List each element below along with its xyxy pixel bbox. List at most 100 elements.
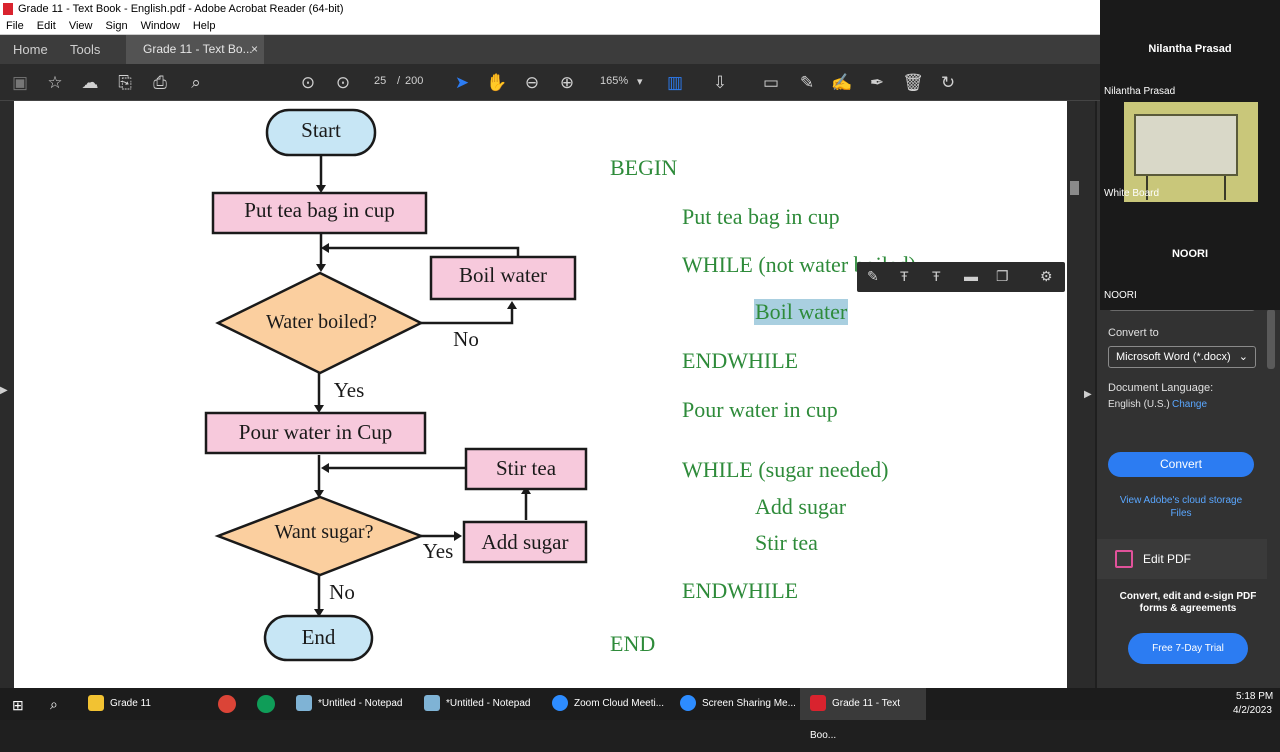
scroll-mode-icon[interactable]: ⇩ <box>712 73 728 92</box>
end-terminal <box>263 614 374 662</box>
menu-file[interactable]: File <box>6 20 24 32</box>
whiteboard-stand-left <box>1146 176 1148 200</box>
no-label-1: No <box>453 327 479 351</box>
more-tools-icon[interactable]: ⚙ <box>1040 268 1053 284</box>
close-tab-icon[interactable]: × <box>250 42 258 56</box>
page-down-icon[interactable]: ⊙ <box>335 73 351 92</box>
edit-pdf-label: Edit PDF <box>1143 552 1192 566</box>
put-tea-bag-label: Put tea bag in cup <box>244 198 395 222</box>
search-taskbar-icon[interactable]: ⌕ <box>50 696 58 712</box>
yes-label-2: Yes <box>422 539 454 563</box>
convert-format-value: Microsoft Word (*.docx) <box>1116 351 1231 363</box>
chrome-icon[interactable] <box>218 695 236 713</box>
left-panel-toggle-icon[interactable]: ▶ <box>0 385 8 396</box>
fill-sign-icon[interactable]: ✒ <box>869 73 885 92</box>
taskbar-explorer[interactable]: Grade 11 <box>88 688 198 720</box>
taskbar-date: 4/2/2023 <box>1233 705 1272 716</box>
zoom-out-icon[interactable]: ⊖ <box>524 73 540 92</box>
page-number-input[interactable]: 25 <box>374 75 387 87</box>
convert-button[interactable]: Convert <box>1108 452 1254 477</box>
collapse-panel-icon[interactable]: ▶ <box>1084 389 1092 400</box>
taskbar-zoom-meeting-label: Zoom Cloud Meeti... <box>574 698 665 709</box>
page-display-icon[interactable]: ▥ <box>666 73 684 92</box>
comment-icon[interactable]: ▭ <box>762 73 780 92</box>
right-panel-toggle[interactable]: ▶ <box>1081 101 1095 688</box>
taskbar-zoom-meeting[interactable]: Zoom Cloud Meeti... <box>552 688 670 720</box>
menu-view[interactable]: View <box>68 20 93 32</box>
windows-taskbar: ⊞ ⌕ Grade 11 *Untitled - Notepad *Untitl… <box>0 688 1280 741</box>
vertical-scrollbar[interactable] <box>1067 101 1081 688</box>
no-label-2: No <box>329 580 355 604</box>
menu-sign[interactable]: Sign <box>105 20 128 32</box>
rotate-icon[interactable]: ↻ <box>940 73 956 92</box>
free-trial-button[interactable]: Free 7-Day Trial <box>1128 633 1248 664</box>
zoom-in-icon[interactable]: ⊕ <box>559 73 575 92</box>
highlight-pen-icon[interactable]: ✎ <box>799 73 815 92</box>
taskbar-notepad-1[interactable]: *Untitled - Notepad <box>296 688 416 720</box>
pseudo-begin: BEGIN <box>610 155 678 180</box>
hand-tool-icon[interactable]: ✋ <box>486 73 508 92</box>
bookmark-star-icon[interactable]: ☆ <box>47 73 63 92</box>
notepad-icon <box>296 695 312 712</box>
add-sugar-label: Add sugar <box>481 530 569 554</box>
copy-icon[interactable]: ❐ <box>996 268 1009 284</box>
search-icon[interactable]: ⌕ <box>191 73 201 92</box>
taskbar-screen-sharing[interactable]: Screen Sharing Me... <box>680 688 796 720</box>
chrome-icon-2[interactable] <box>257 695 275 713</box>
highlight-text-icon[interactable]: ✎ <box>867 268 879 284</box>
taskbar-notepad-2[interactable]: *Untitled - Notepad <box>424 688 544 720</box>
edit-pdf-tool[interactable]: Edit PDF <box>1097 539 1267 579</box>
water-boiled-label: Water boiled? <box>265 311 378 333</box>
cloud-storage-link[interactable]: View Adobe's cloud storage Files <box>1119 495 1243 519</box>
page-total: 200 <box>405 75 424 87</box>
tab-tools[interactable]: Tools <box>70 42 101 57</box>
put-tea-bag-box <box>211 191 428 235</box>
edit-pdf-icon <box>1115 550 1133 568</box>
text-selection-toolbar: ✎ Ŧ Ŧ ▬ ❐ ⚙ <box>857 262 1065 292</box>
window-title: Grade 11 - Text Book - English.pdf - Ado… <box>18 3 344 15</box>
stir-tea-box <box>464 447 588 491</box>
menu-edit[interactable]: Edit <box>36 20 56 32</box>
pseudo-boil-water-selected[interactable]: Boil water <box>754 299 849 325</box>
menu-help[interactable]: Help <box>192 20 216 32</box>
scrollbar-thumb[interactable] <box>1070 181 1079 195</box>
tab-home[interactable]: Home <box>13 42 48 57</box>
convert-format-select[interactable]: Microsoft Word (*.docx) ⌄ <box>1108 346 1256 368</box>
upload-cloud-icon[interactable]: ☁ <box>81 73 99 92</box>
stamp-icon[interactable]: ▬ <box>964 268 978 284</box>
zoom-icon <box>552 695 568 712</box>
pdf-page[interactable]: Start Put tea bag in cup Boil water Wate… <box>14 101 1067 688</box>
taskbar-acrobat[interactable]: Grade 11 - Text Boo... <box>800 688 926 741</box>
zoom-host-name: Nilantha Prasad <box>1148 43 1232 55</box>
water-boiled-decision <box>215 271 424 375</box>
boil-water-box <box>429 255 577 301</box>
want-sugar-label: Want sugar? <box>274 521 374 543</box>
windows-start-icon[interactable]: ⊞ <box>12 697 24 713</box>
strikethrough-icon[interactable]: Ŧ <box>932 268 941 284</box>
draw-icon[interactable]: ✍ <box>831 73 853 92</box>
zoom-icon-2 <box>680 695 696 712</box>
taskbar-notepad-1-label: *Untitled - Notepad <box>318 698 403 709</box>
zoom-dropdown-icon[interactable]: ▾ <box>637 76 643 88</box>
notepad-icon-2 <box>424 695 440 712</box>
change-language-link[interactable]: Change <box>1172 399 1208 410</box>
save-icon[interactable]: ▣ <box>11 73 29 92</box>
tab-bar: Home Tools Grade 11 - Text Bo... × <box>0 35 1100 64</box>
zoom-level-select[interactable]: 165% <box>600 75 629 87</box>
taskbar-explorer-label: Grade 11 <box>110 698 151 709</box>
menu-window[interactable]: Window <box>140 20 180 32</box>
print-icon[interactable]: ⎙ <box>153 73 167 92</box>
create-pdf-icon[interactable]: ⎘ <box>118 73 132 92</box>
delete-icon[interactable]: 🗑 <box>902 73 924 92</box>
zoom-participant-2-label: NOORI <box>1104 290 1137 301</box>
zoom-video-panel: Nilantha Prasad Nilantha Prasad White Bo… <box>1100 0 1280 310</box>
tab-document[interactable]: Grade 11 - Text Bo... × <box>126 35 264 64</box>
text-insert-icon[interactable]: Ŧ <box>900 268 909 284</box>
chevron-down-icon: ⌄ <box>1238 351 1248 363</box>
page-up-icon[interactable]: ⊙ <box>300 73 316 92</box>
select-cursor-icon[interactable]: ➤ <box>454 73 470 92</box>
pseudo-stir-tea: Stir tea <box>755 530 818 555</box>
panel-scrollbar-thumb[interactable] <box>1267 309 1275 369</box>
end-label: End <box>301 625 336 649</box>
doc-language-label: Document Language: <box>1108 382 1214 394</box>
